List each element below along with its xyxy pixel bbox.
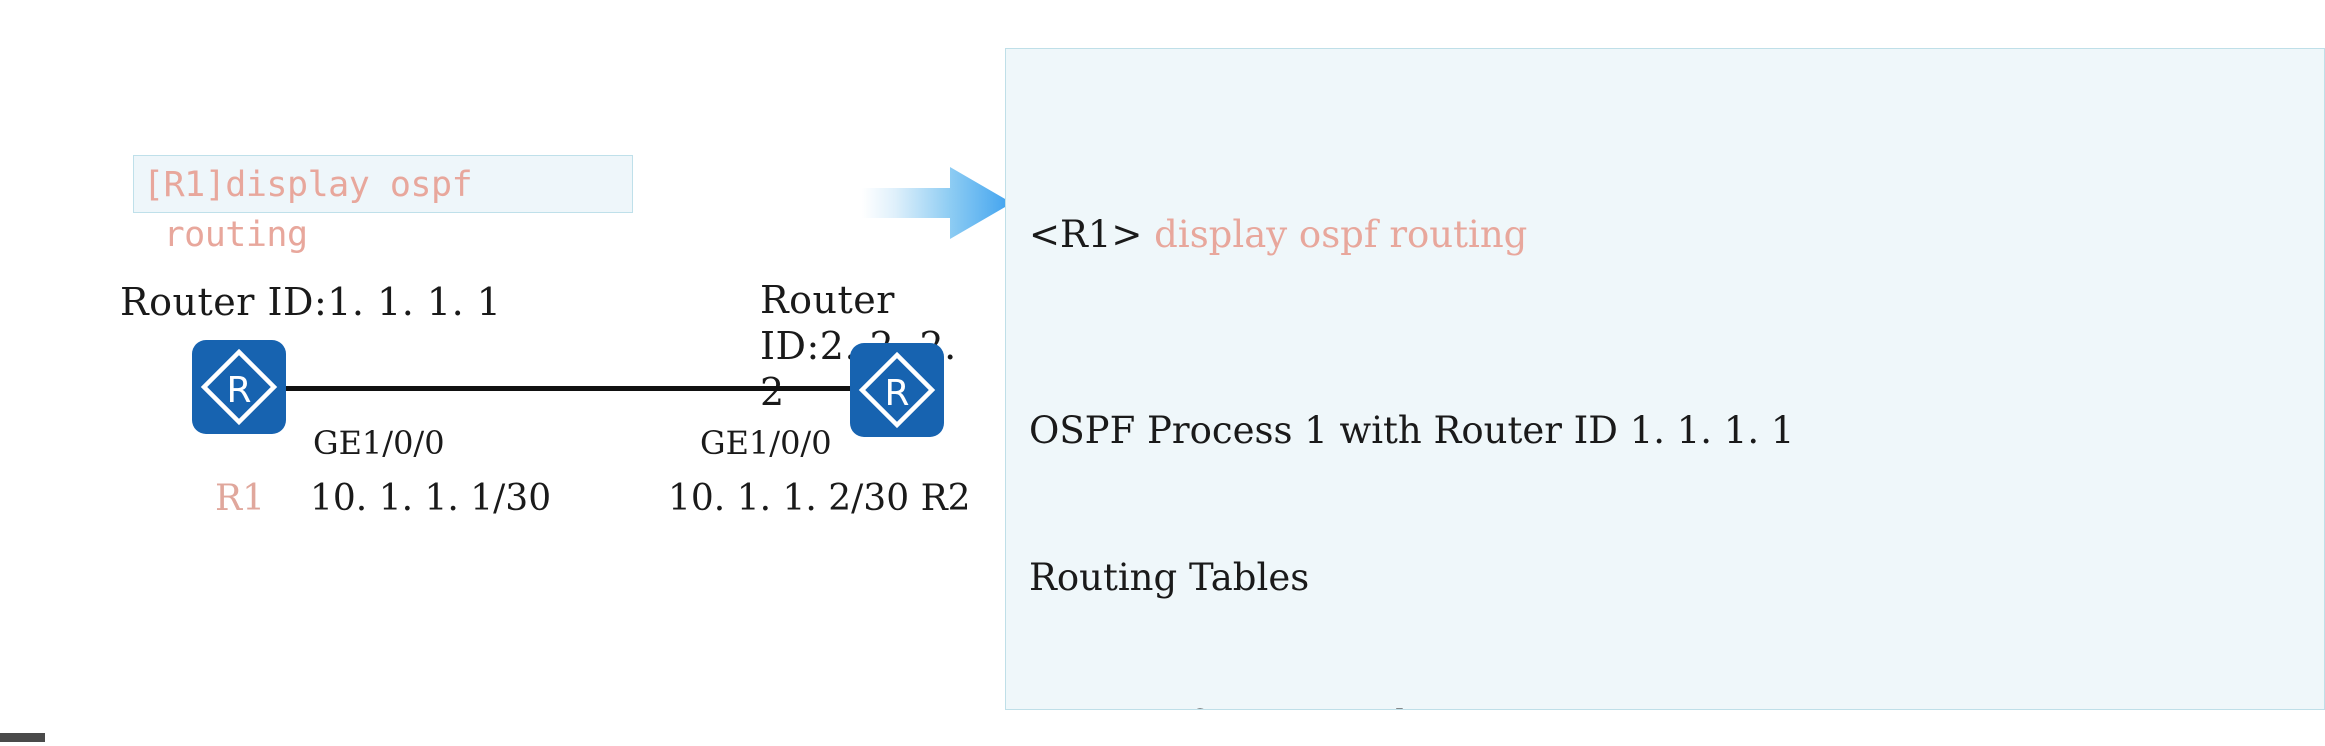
cli-header-line-3: Routing for Network (1029, 700, 2324, 709)
cli-prompt: <R1> (1029, 213, 1143, 256)
cli-output-text: <R1> display ospf routing OSPF Process 1… (1029, 63, 2324, 709)
node-name-r1: R1 (215, 478, 266, 519)
interface-label-r2: GE1/0/0 (700, 424, 832, 462)
router-icon-r1[interactable]: R (192, 340, 286, 434)
interface-label-r1: GE1/0/0 (313, 424, 445, 462)
bottom-left-marker (0, 733, 45, 742)
svg-text:R: R (226, 370, 251, 411)
ip-label-r1: 10. 1. 1. 1/30 (310, 478, 552, 519)
network-link-line (283, 386, 898, 391)
ip-label-r2: 10. 1. 1. 2/30 R2 (668, 478, 971, 519)
router-id-label-r1: Router ID:1. 1. 1. 1 (120, 280, 502, 324)
cli-output-panel: <R1> display ospf routing OSPF Process 1… (1005, 48, 2325, 710)
arrow-right-icon (862, 163, 1012, 243)
network-topology-diagram: [R1]display ospf routing Router ID:1. 1.… (0, 0, 1000, 746)
cli-prompt-line: <R1> display ospf routing (1029, 210, 2324, 259)
cli-command: display ospf routing (1154, 213, 1528, 256)
router-glyph: R (858, 351, 936, 429)
router-icon-r2[interactable]: R (850, 343, 944, 437)
command-callout-text: [R1]display ospf routing (143, 165, 473, 255)
command-callout-box (133, 155, 633, 213)
router-glyph: R (200, 348, 278, 426)
svg-text:R: R (884, 373, 909, 414)
cli-header-line-2: Routing Tables (1029, 556, 1310, 599)
cli-header-line-1: OSPF Process 1 with Router ID 1. 1. 1. 1 (1029, 409, 1795, 452)
